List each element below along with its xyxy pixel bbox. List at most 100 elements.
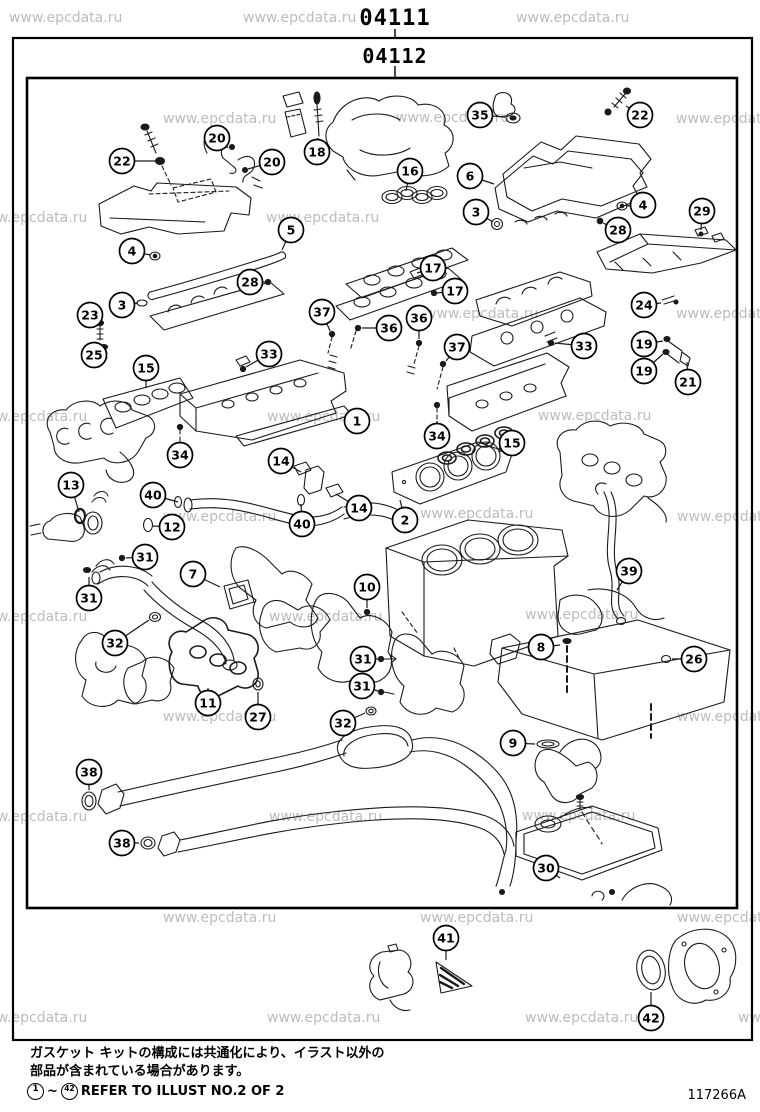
part-bracket-26 [557, 588, 672, 664]
svg-text:5: 5 [287, 223, 296, 238]
callout-4: 4 [118, 237, 151, 265]
part-intake-chamber [325, 95, 454, 181]
part-seal-retainer [667, 928, 737, 1004]
svg-text:9: 9 [509, 736, 518, 751]
svg-text:15: 15 [503, 436, 520, 451]
svg-text:22: 22 [631, 108, 648, 123]
callout-33: 33 [245, 340, 283, 368]
svg-text:14: 14 [350, 501, 368, 516]
callout-31: 31 [125, 543, 159, 571]
callout-25: 25 [80, 341, 108, 369]
svg-text:34: 34 [428, 429, 446, 444]
svg-text:36: 36 [380, 321, 398, 336]
svg-text:7: 7 [189, 567, 198, 582]
part-timing-covers [223, 546, 393, 683]
inner-frame [25, 76, 739, 910]
callout-30: 30 [532, 854, 561, 882]
svg-text:19: 19 [635, 364, 652, 379]
callout-42: 42 [637, 992, 665, 1032]
callout-28: 28 [236, 268, 265, 296]
svg-text:18: 18 [308, 145, 325, 160]
svg-text:40: 40 [293, 517, 311, 532]
watermark-text: www.epcdata.ru [525, 607, 638, 623]
watermark-text: www.epcdata.ru [0, 809, 87, 825]
watermark-text: www.epcdata.ru [677, 509, 760, 525]
diagram-code: 117266A [687, 1088, 746, 1103]
refer-note: 1 ~ 42 REFER TO ILLUST NO.2 OF 2 [27, 1083, 284, 1100]
svg-text:35: 35 [471, 108, 488, 123]
part-exhaust-gasket-11 [168, 617, 259, 698]
callout-36: 36 [362, 314, 403, 342]
callout-40: 40 [139, 481, 179, 509]
svg-text:8: 8 [537, 640, 546, 655]
part-grommet-35 [492, 92, 521, 124]
svg-text:36: 36 [410, 311, 428, 326]
svg-text:6: 6 [466, 169, 475, 184]
callout-16: 16 [396, 157, 424, 192]
svg-text:11: 11 [199, 696, 216, 711]
svg-text:34: 34 [171, 448, 189, 463]
svg-text:31: 31 [80, 591, 97, 606]
svg-text:31: 31 [353, 679, 370, 694]
svg-text:39: 39 [620, 564, 637, 579]
svg-text:31: 31 [136, 550, 153, 565]
watermark-text: www.epcdata.ru [516, 10, 629, 26]
svg-text:41: 41 [437, 931, 454, 946]
watermark-text: www.epcdata.ru [243, 10, 356, 26]
part-oil-strainer-group [515, 738, 663, 881]
part-plate-31-32-right [365, 633, 465, 716]
part-head-gasket-2 [391, 441, 513, 505]
part-plug-4-left [149, 251, 161, 261]
part-exhaust-manifold-left [46, 400, 156, 483]
svg-text:31: 31 [354, 652, 371, 667]
part-cam-strip-left [149, 277, 285, 331]
watermark-text: www.epcdata.ru [425, 306, 538, 322]
svg-text:15: 15 [137, 361, 154, 376]
callout-31: 31 [75, 577, 103, 612]
callout-22: 22 [108, 147, 156, 175]
callout-12: 12 [152, 513, 186, 541]
part-exhaust-manifold-right [556, 420, 667, 523]
refer-text: REFER TO ILLUST NO.2 OF 2 [80, 1084, 285, 1099]
callout-32: 32 [101, 619, 150, 657]
callout-40: 40 [288, 503, 316, 538]
watermark-text: www.epcdata.ru [677, 709, 760, 725]
svg-text:21: 21 [679, 375, 696, 390]
svg-text:10: 10 [358, 580, 376, 595]
part-stick-18 [313, 91, 324, 137]
callout-34: 34 [423, 421, 451, 450]
svg-text:38: 38 [113, 836, 130, 851]
callout-37: 37 [443, 333, 471, 362]
svg-text:22: 22 [113, 154, 130, 169]
callout-36: 36 [405, 304, 433, 339]
svg-text:33: 33 [575, 339, 592, 354]
svg-text:42: 42 [642, 1011, 659, 1026]
callout-3: 3 [108, 291, 139, 319]
callout-4: 4 [625, 191, 657, 219]
callout-2: 2 [391, 499, 419, 534]
svg-text:14: 14 [272, 454, 290, 469]
svg-text:32: 32 [106, 636, 123, 651]
callout-31: 31 [349, 645, 378, 673]
callout-38: 38 [108, 829, 139, 857]
callout-34: 34 [166, 441, 194, 469]
part-bolt-22-right [604, 87, 632, 116]
callout-17: 17 [436, 277, 469, 305]
diagram-frames [11, 29, 754, 1042]
part-grommet-27 [252, 677, 264, 691]
part-number: 04112 [362, 44, 428, 68]
callout-20: 20 [247, 148, 286, 176]
callout-14: 14 [335, 493, 373, 522]
callout-39: 39 [615, 557, 643, 591]
callout-17: 17 [416, 254, 447, 282]
watermark-text: www.epcdata.ru [420, 506, 533, 522]
part-pipes-31-32-left [82, 554, 238, 671]
watermark-text: www.epcdata.ru [525, 1010, 638, 1026]
callout-18: 18 [303, 137, 331, 166]
svg-text:2: 2 [401, 513, 410, 528]
svg-text:17: 17 [424, 261, 441, 276]
svg-text:29: 29 [693, 204, 710, 219]
svg-text:40: 40 [144, 488, 162, 503]
